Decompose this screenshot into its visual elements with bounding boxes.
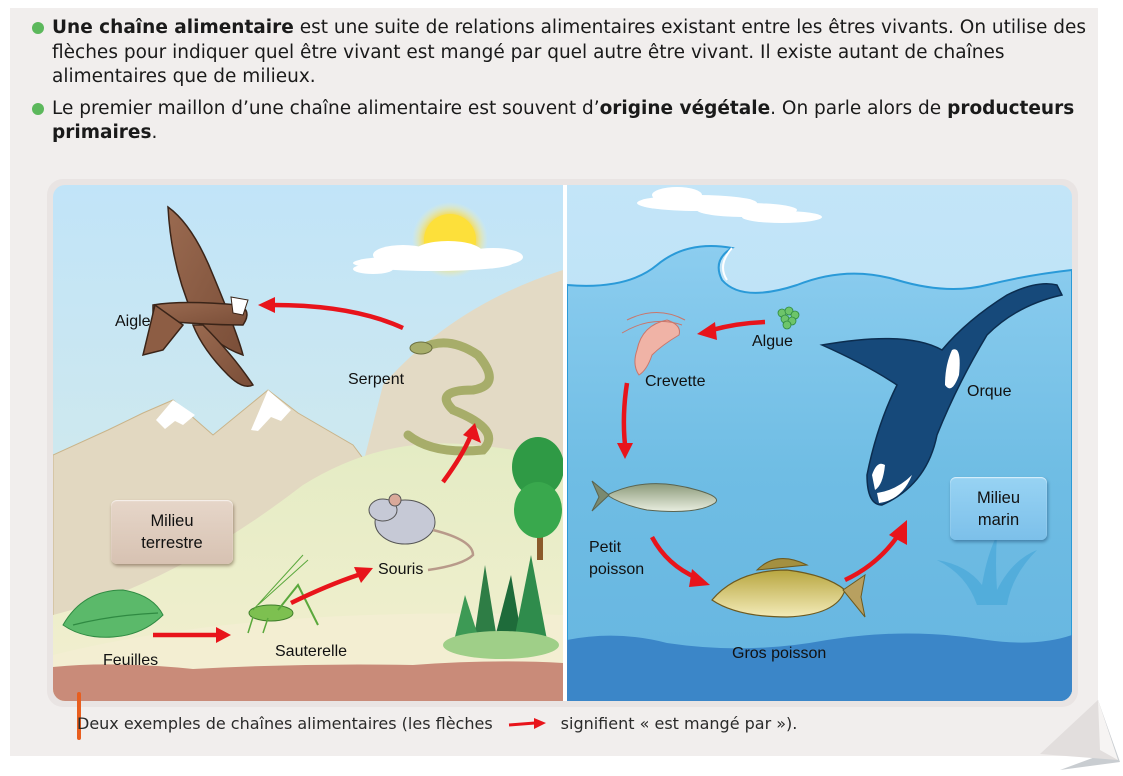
marine-illustration [567, 185, 1072, 701]
bullet-definition: Une chaîne alimentaire est une suite de … [30, 16, 1090, 90]
mouse-icon [368, 493, 475, 572]
term-producteurs-primaires: producteurs primaires [52, 97, 1075, 144]
figure-caption: Deux exemples de chaînes alimentaires (l… [77, 714, 798, 733]
label-sauterelle: Sauterelle [275, 643, 348, 660]
algae-icon [777, 306, 800, 330]
label-aigle: Aigle [115, 313, 151, 330]
tree-icon [512, 437, 563, 560]
term-chaine-alimentaire: Une chaîne alimentaire [52, 17, 294, 38]
cloud-icon [353, 241, 523, 274]
cloud-icon [637, 187, 822, 223]
big-fish-icon [711, 558, 866, 618]
label-orque: Orque [967, 383, 1012, 400]
label-souris: Souris [378, 561, 424, 578]
snake-icon [403, 338, 494, 456]
bullet-icon [32, 102, 44, 115]
terrestrial-panel: Aigle Serpent Souris Sauterelle Feuilles… [53, 185, 563, 701]
bullet-producteurs: Le premier maillon d’une chaîne alimenta… [30, 97, 1090, 146]
page-curl [1040, 700, 1120, 770]
terrestrial-illustration [53, 185, 563, 701]
shrimp-icon [621, 312, 686, 376]
arrow-icon [508, 717, 546, 729]
term-origine-vegetale: origine végétale [599, 97, 771, 119]
label-algue: Algue [752, 333, 793, 350]
intro-text: Une chaîne alimentaire est une suite de … [30, 16, 1090, 153]
forest-icon [443, 555, 559, 659]
grasshopper-icon [247, 554, 319, 634]
label-serpent: Serpent [348, 371, 405, 388]
bullet-icon [32, 22, 44, 34]
arrow-icons [153, 302, 474, 638]
panel-divider [563, 185, 567, 701]
leaves-icon [62, 589, 164, 638]
caption-accent-bar [77, 692, 81, 740]
seaweed-icon [937, 535, 1037, 605]
orca-icon [819, 283, 1064, 506]
eagle-icon [141, 205, 255, 387]
label-crevette: Crevette [645, 373, 706, 390]
label-gros-poisson: Gros poisson [732, 645, 827, 662]
label-feuilles: Feuilles [103, 652, 159, 669]
small-fish-icon [591, 480, 717, 512]
